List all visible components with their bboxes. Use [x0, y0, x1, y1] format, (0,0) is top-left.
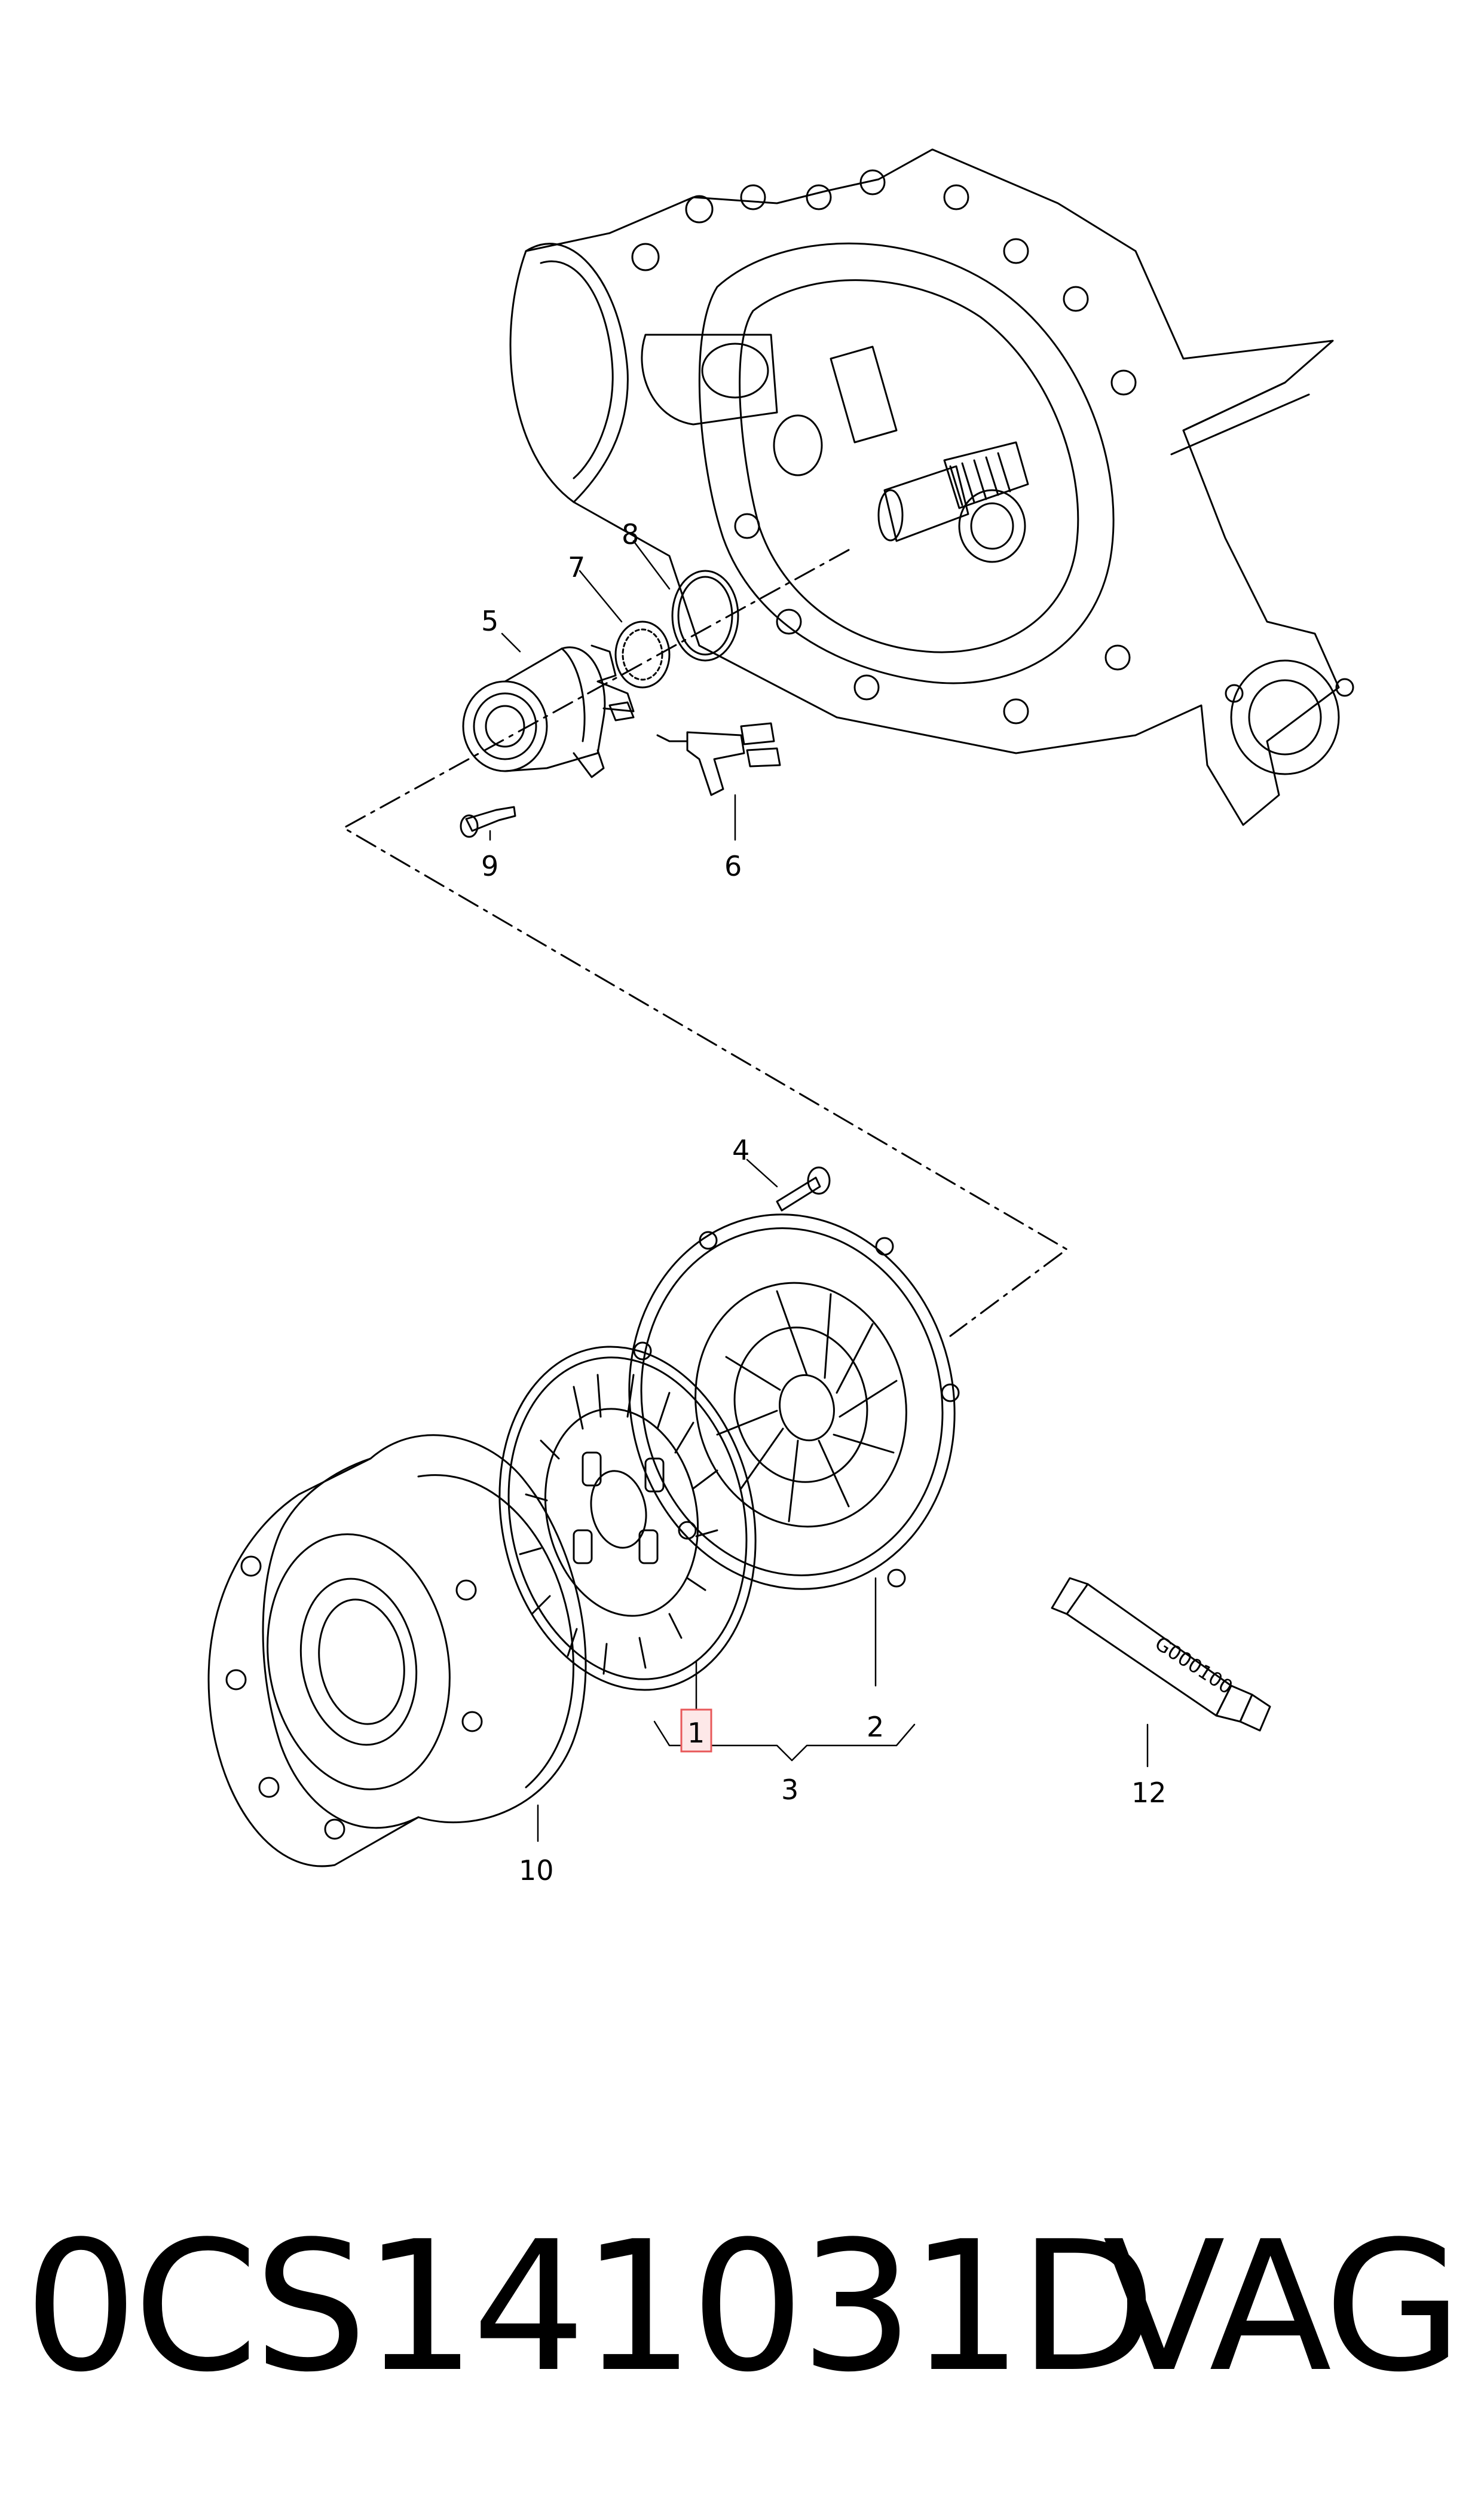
callout-12: 12	[1131, 1777, 1167, 1809]
callout-2: 2	[867, 1711, 884, 1743]
dual-mass-flywheel	[209, 1435, 586, 1866]
callout-10: 10	[519, 1854, 554, 1887]
bolt-9	[461, 807, 515, 837]
callout-9: 9	[481, 850, 498, 882]
assembly-outline	[344, 550, 1067, 1336]
part-number: 0CS141031D	[24, 2203, 1156, 2411]
exploded-parts-diagram: G000100 1 2 3 4 5 6 7 8 9 10 12	[0, 0, 1484, 1887]
brand-name: VAG	[1103, 2203, 1462, 2411]
grease-tube	[1052, 1578, 1270, 1731]
bleeder-fitting	[610, 702, 780, 795]
seal-ring	[616, 622, 669, 687]
callout-leaders	[490, 541, 1148, 1841]
highlight-box	[681, 1710, 711, 1751]
o-ring	[672, 571, 738, 661]
clutch-disc	[469, 1323, 786, 1714]
callout-7: 7	[568, 551, 585, 583]
callout-1: 1	[687, 1717, 705, 1749]
callout-8: 8	[622, 518, 639, 551]
release-bearing	[463, 646, 634, 777]
callout-3: 3	[781, 1774, 798, 1806]
bolt-4	[777, 1167, 830, 1210]
pressure-plate	[595, 1184, 989, 1620]
callout-6: 6	[724, 850, 742, 882]
callout-5: 5	[481, 605, 498, 637]
tube-label: G000100	[1151, 1632, 1237, 1699]
callout-4: 4	[732, 1134, 749, 1166]
gearbox-housing	[510, 149, 1353, 825]
